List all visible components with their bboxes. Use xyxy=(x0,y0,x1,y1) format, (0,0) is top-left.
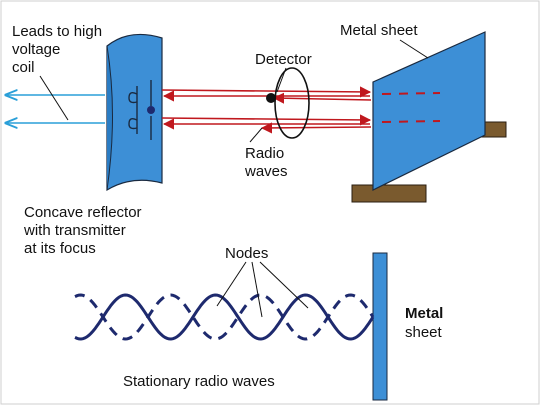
radio-rays xyxy=(161,86,372,134)
label-metal-bottom-2: sheet xyxy=(405,324,443,341)
detector-spark-point xyxy=(266,93,276,103)
label-leads-1: Leads to high xyxy=(12,23,102,40)
transmitter-spark-gap xyxy=(147,106,155,114)
transmitter xyxy=(128,80,152,140)
label-reflector-2: with transmitter xyxy=(23,222,126,239)
reflector-inner-edge xyxy=(106,45,113,191)
label-nodes: Nodes xyxy=(225,245,268,262)
metal-sheet-pointer xyxy=(399,39,429,59)
label-detector: Detector xyxy=(255,51,312,68)
node-pointers xyxy=(216,261,309,318)
label-waves: waves xyxy=(244,163,288,180)
label-metal-sheet-top: Metal sheet xyxy=(340,22,418,39)
label-leads-3: coil xyxy=(12,59,35,76)
label-reflector-3: at its focus xyxy=(24,240,96,257)
leads-pointer xyxy=(39,75,69,121)
detector-pointer xyxy=(276,67,287,93)
radio-waves-pointer xyxy=(249,127,263,143)
detector-loop xyxy=(274,67,310,139)
standing-wave-dashed xyxy=(74,293,375,341)
label-reflector-1: Concave reflector xyxy=(24,204,142,221)
label-radio: Radio xyxy=(245,145,284,162)
metal-sheet-bottom xyxy=(372,252,388,401)
sheet-front-base xyxy=(351,184,427,203)
label-leads-2: voltage xyxy=(12,41,60,58)
metal-sheet-top xyxy=(372,31,486,191)
label-stationary-waves: Stationary radio waves xyxy=(123,373,275,390)
label-metal-bottom-1: Metal xyxy=(405,305,443,322)
standing-wave-solid xyxy=(74,293,375,341)
concave-reflector xyxy=(106,33,163,192)
